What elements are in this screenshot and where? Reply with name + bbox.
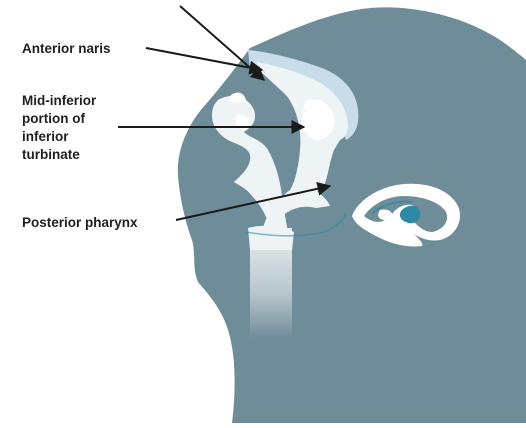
label-posterior-pharynx: Posterior pharynx	[22, 214, 138, 232]
label-mid-inferior-line3: inferior	[22, 128, 142, 146]
label-mid-inferior-line4: turbinate	[22, 146, 142, 164]
label-mid-inferior-line2: portion of	[22, 110, 142, 128]
throat-band	[248, 226, 294, 250]
head-silhouette	[178, 7, 526, 423]
label-mid-inferior-turbinate: Mid-inferior portion of inferior turbina…	[22, 92, 142, 164]
label-mid-inferior-line1: Mid-inferior	[22, 92, 142, 110]
label-anterior-naris: Anterior naris	[22, 40, 111, 58]
